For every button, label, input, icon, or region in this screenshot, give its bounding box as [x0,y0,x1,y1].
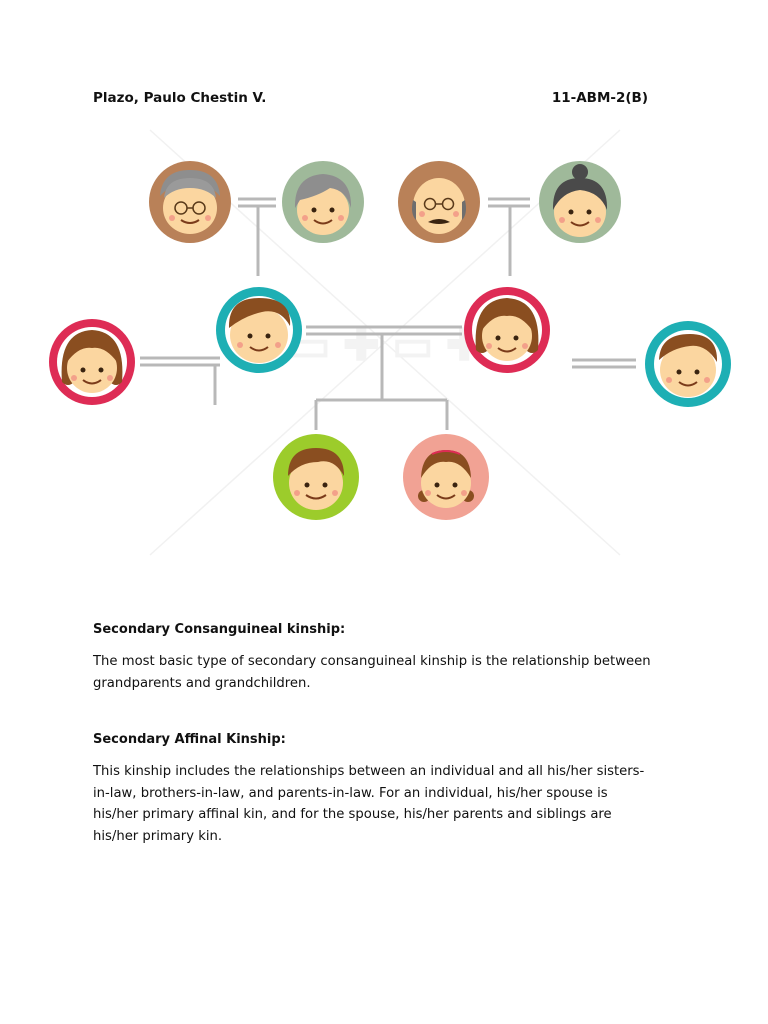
section-secondary-affinal: Secondary Affinal Kinship: This kinship … [93,732,653,847]
class-section-code: 11-ABM-2(B) [551,90,648,106]
right-in-law-avatar [645,321,731,407]
tree-connectors [140,197,636,430]
son-avatar [273,434,359,520]
section-secondary-consanguineal: Secondary Consanguineal kinship: The mos… [93,622,653,694]
section-heading: Secondary Consanguineal kinship: [93,622,346,637]
section-body: This kinship includes the relationships … [93,764,645,844]
document-header: Plazo, Paulo Chestin V. 11-ABM-2(B) [93,90,648,110]
daughter-avatar [403,434,489,520]
mother-avatar [464,287,550,373]
section-heading: Secondary Affinal Kinship: [93,732,286,747]
section-body: The most basic type of secondary consang… [93,654,651,691]
left-in-law-avatar [49,319,135,405]
maternal-grandfather-avatar [398,161,480,243]
family-tree-illustration: ✥ ▭ ✚ ▭ ✚ [49,129,731,556]
paternal-grandfather-avatar [149,161,231,243]
document-content: Secondary Consanguineal kinship: The mos… [93,622,653,885]
maternal-grandmother-avatar [539,161,621,243]
paternal-grandmother-avatar [282,161,364,243]
author-name: Plazo, Paulo Chestin V. [93,90,267,106]
father-avatar [216,287,302,373]
